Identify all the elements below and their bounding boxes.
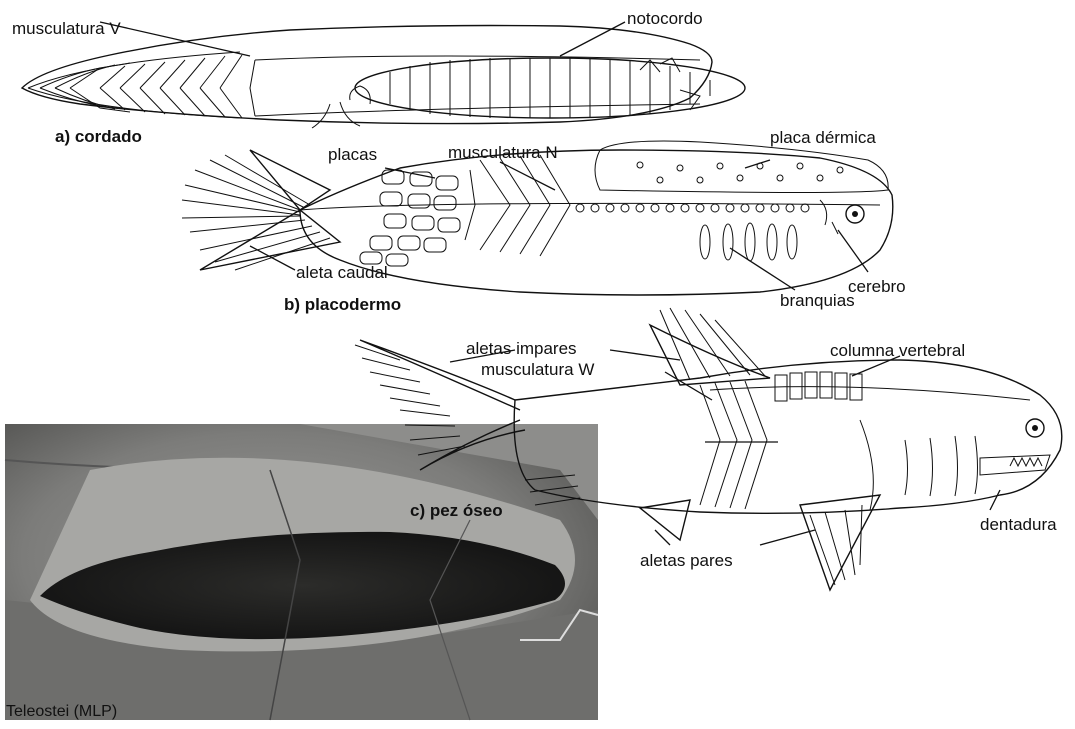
label-musculatura-w: musculatura W (481, 360, 594, 379)
muscle-v-pointer (100, 22, 250, 56)
label-cerebro: cerebro (848, 277, 906, 296)
placoderm-drawing: placas musculatura N placa dérmica aleta… (182, 128, 906, 314)
bony-fish-pectoral-fin (800, 495, 880, 590)
placoderm-lower-tail (200, 210, 340, 270)
bony-fish-muscle-chevrons (700, 381, 767, 509)
unpaired-fins-pointer-dorsal (610, 350, 680, 360)
label-musculatura-v: musculatura V (12, 19, 121, 38)
placoderm-vertebrae (576, 204, 809, 212)
bony-fish-pelvic-fin (640, 500, 690, 540)
brain-pointer (838, 230, 868, 272)
placoderm-dermal-dots (637, 162, 843, 183)
fossil-photo: Teleostei (MLP) (5, 424, 598, 720)
bony-fish-jaw (980, 455, 1050, 475)
paired-fins-pointer (655, 530, 815, 545)
title-placodermo: b) placodermo (284, 295, 401, 314)
label-columna-vertebral: columna vertebral (830, 341, 965, 360)
label-branquias: branquias (780, 291, 855, 310)
chordate-drawing: musculatura V notocordo a) cordado (12, 9, 745, 146)
label-musculatura-n: musculatura N (448, 143, 558, 162)
placoderm-plates (360, 170, 460, 266)
label-aletas-pares: aletas pares (640, 551, 733, 570)
label-placas: placas (328, 145, 377, 164)
label-notocordo: notocordo (627, 9, 703, 28)
label-dentadura: dentadura (980, 515, 1057, 534)
gills-pointer (730, 248, 795, 290)
placoderm-muscle-chevrons (465, 155, 570, 256)
label-aletas-impares: aletas impares (466, 339, 577, 358)
label-placa-dermica: placa dérmica (770, 128, 876, 147)
photo-caption: Teleostei (MLP) (6, 703, 117, 720)
teeth-pointer (990, 490, 1000, 510)
bony-fish-gills (905, 436, 978, 496)
placoderm-gills (700, 223, 797, 261)
title-pez-oseo: c) pez óseo (410, 501, 503, 520)
title-cordado: a) cordado (55, 127, 142, 146)
label-aleta-caudal: aleta caudal (296, 263, 388, 282)
